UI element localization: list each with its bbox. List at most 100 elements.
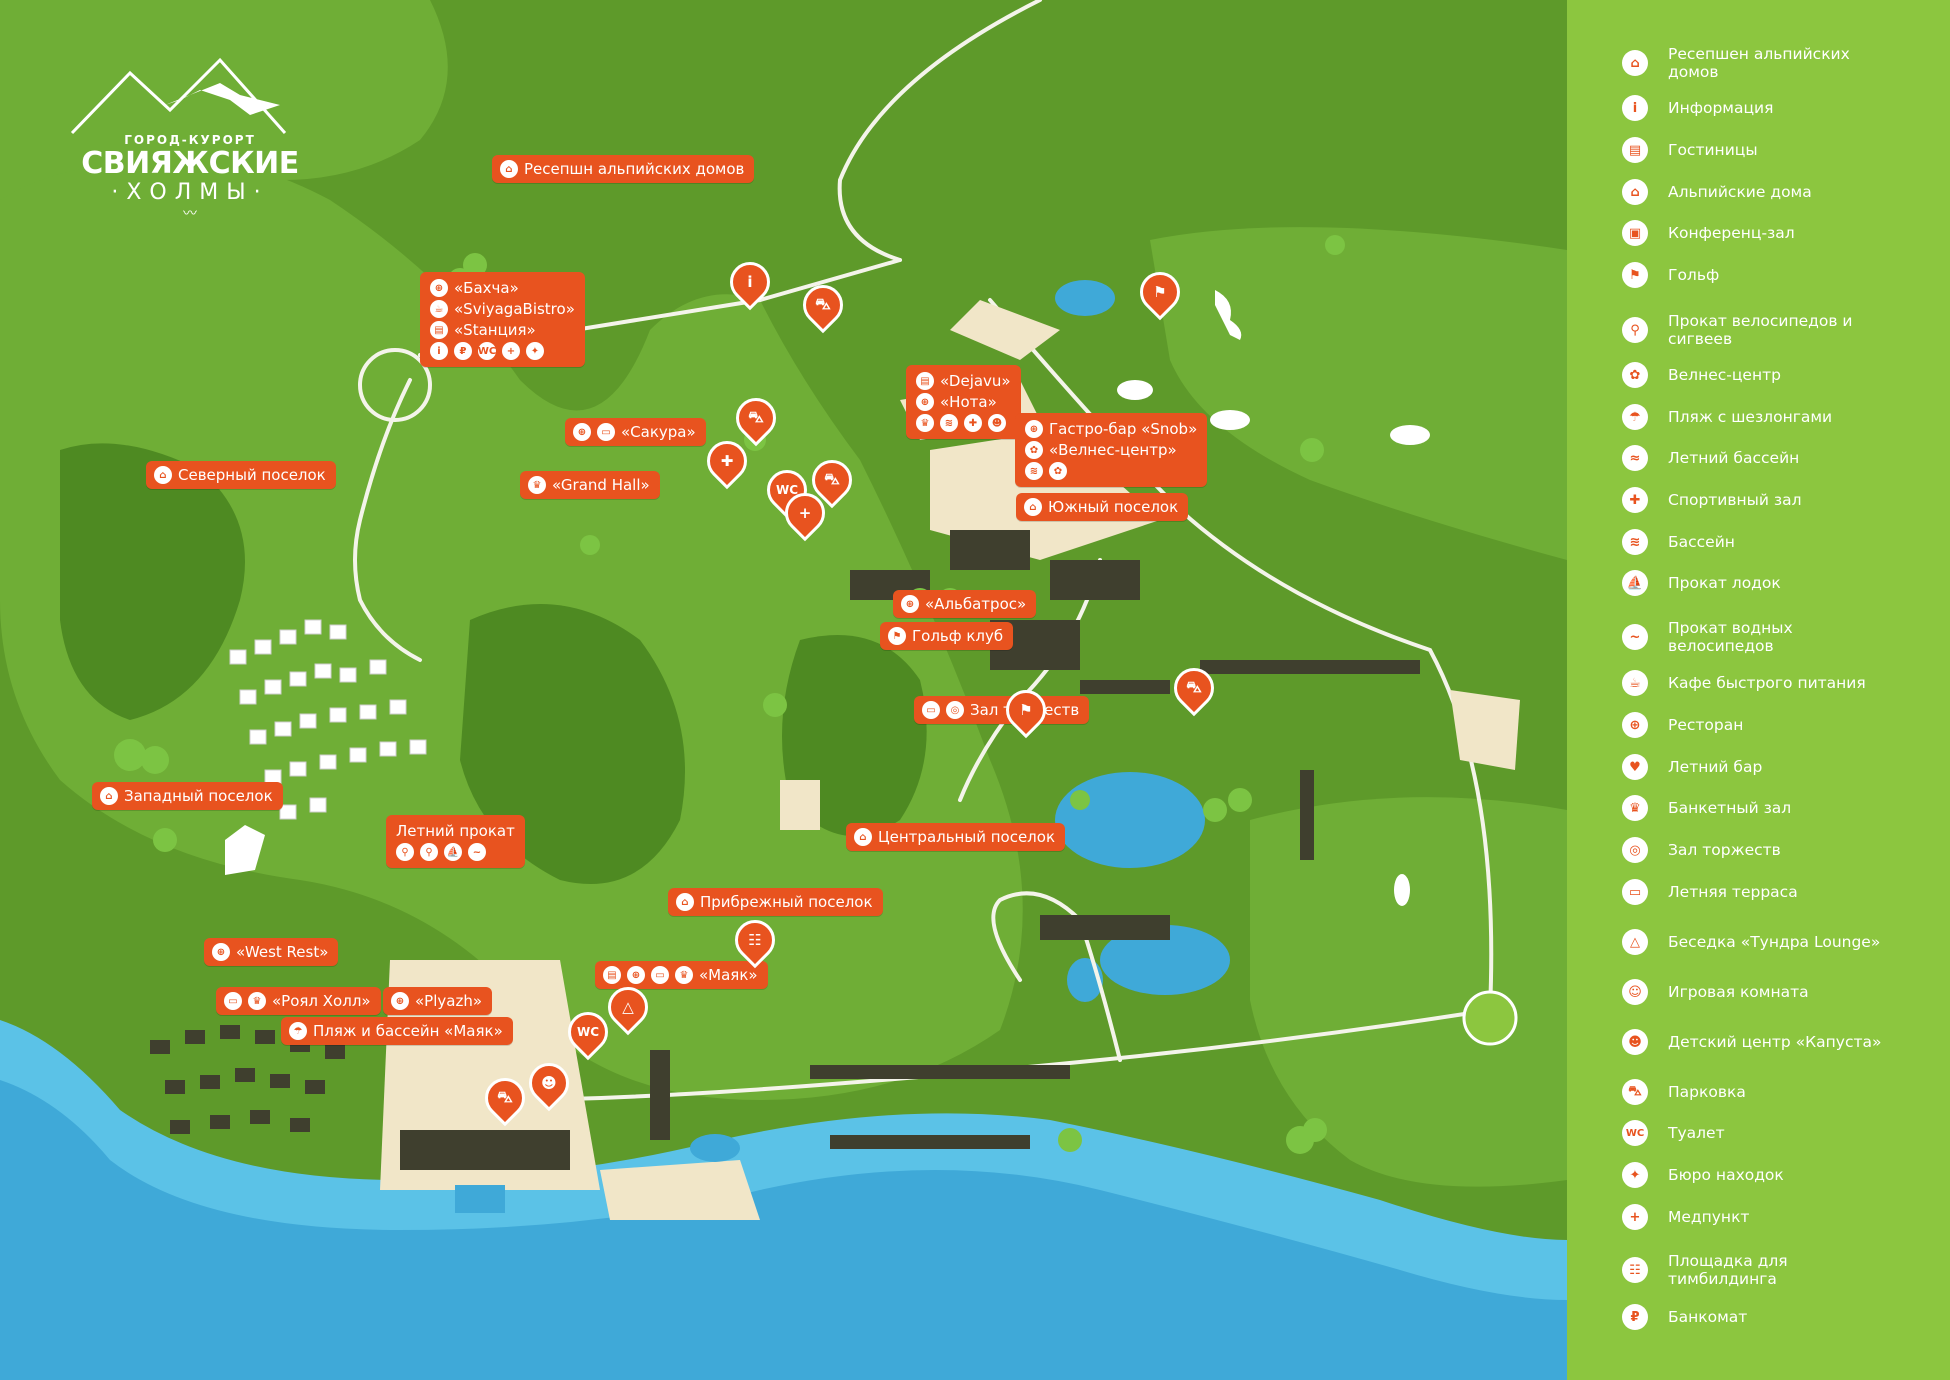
- logo-wave-icon: 〰: [183, 206, 197, 222]
- legend-label: Банкомат: [1668, 1308, 1748, 1326]
- legend-label: Летняя терраса: [1668, 883, 1798, 901]
- banquet-icon: ♛: [528, 476, 546, 494]
- kids-icon: ☻: [988, 414, 1006, 432]
- wc-icon: WC: [1622, 1120, 1648, 1146]
- house-icon: ⌂: [676, 893, 694, 911]
- map-label-line: ♛≋✚☻: [916, 414, 1006, 432]
- map-label-reception[interactable]: ⌂Ресепшн альпийских домов: [492, 155, 755, 183]
- legend-item: ⚑Гольф: [1622, 262, 1898, 288]
- legend-label: Информация: [1668, 99, 1774, 117]
- terrace-icon: ▭: [651, 966, 669, 984]
- playroom-icon: ☺: [1622, 979, 1648, 1005]
- boat-rental-icon: ⛵: [1622, 570, 1648, 596]
- lost-found-icon: ✦: [1622, 1162, 1648, 1188]
- legend-label: Велнес-центр: [1668, 366, 1781, 384]
- legend-label: Зал торжеств: [1668, 841, 1781, 859]
- legend-item: △Беседка «Тундра Lounge»: [1622, 929, 1898, 955]
- legend-item: ☻Детский центр «Капуста»: [1622, 1029, 1898, 1055]
- legend-label: Кафе быстрого питания: [1668, 674, 1866, 692]
- map-label-grandhall[interactable]: ♛«Grand Hall»: [520, 471, 660, 499]
- map-label-golfclub[interactable]: ⚑Гольф клуб: [880, 622, 1014, 650]
- map-label-line: ⊕«Бахча»: [430, 279, 519, 297]
- restaurant-icon: ⊕: [1025, 420, 1043, 438]
- parking-icon: ⛍: [1186, 678, 1202, 696]
- map-label-plyazh[interactable]: ⊕«Plyazh»: [383, 987, 493, 1015]
- pool-icon: ≋: [1622, 529, 1648, 555]
- map-label-snob[interactable]: ⊕Гастро-бар «Snob»✿«Велнес-центр»≋✿: [1015, 413, 1208, 487]
- map-label-royal[interactable]: ▭♛«Роял Холл»: [216, 987, 381, 1015]
- map-label-text: «Plyazh»: [415, 992, 483, 1010]
- parking-icon: ⛍: [824, 470, 840, 488]
- pool-icon: ≋: [940, 414, 958, 432]
- map-label-south[interactable]: ⌂Южный поселок: [1016, 493, 1189, 521]
- map-label-beachpool[interactable]: ☂Пляж и бассейн «Маяк»: [281, 1017, 513, 1045]
- summer-bar-icon: ♥: [1622, 754, 1648, 780]
- map-label-north[interactable]: ⌂Северный поселок: [146, 461, 336, 489]
- terrace-icon: ▭: [597, 423, 615, 441]
- house-icon: ⌂: [1024, 498, 1042, 516]
- golf-icon: ⚑: [888, 627, 906, 645]
- map-label-dejavu[interactable]: ▤«Dejavu»⊕«Нота»♛≋✚☻: [906, 365, 1021, 439]
- bike-rental-icon: ⚲: [1622, 317, 1648, 343]
- celebration-icon: ◎: [1622, 837, 1648, 863]
- legend-label: Ресепшен альпийских домов: [1668, 45, 1850, 81]
- legend-label: Конференц-зал: [1668, 224, 1795, 242]
- legend-item: ◎ Зал торжеств: [1622, 837, 1898, 863]
- map-label-coastal[interactable]: ⌂Прибрежный поселок: [668, 888, 883, 916]
- summer-pool-icon: ≈: [1622, 445, 1648, 471]
- kids-center-icon: ☻: [1622, 1029, 1648, 1055]
- map-label-text: «Альбатрос»: [925, 595, 1027, 613]
- map-label-line: Летний прокат: [396, 822, 515, 840]
- gym-icon: ✚: [964, 414, 982, 432]
- legend-label: Спортивный зал: [1668, 491, 1802, 509]
- map-label-line: ▤«Stанция»: [430, 321, 536, 339]
- resort-logo: ГОРОД-КУРОРТ СВИЯЖСКИЕ ·ХОЛМЫ· 〰: [70, 55, 310, 223]
- map-label-sakura[interactable]: ⊕▭«Сакура»: [565, 418, 706, 446]
- map-label-summer[interactable]: Летний прокат ⚲⚲⛵~: [386, 815, 525, 868]
- bike-icon: ⚲: [420, 843, 438, 861]
- map-label-west[interactable]: ⌂Западный поселок: [92, 782, 283, 810]
- fastfood-icon: ☕: [1622, 670, 1648, 696]
- legend-item: ✚ Спортивный зал: [1622, 487, 1898, 513]
- legend-label: Альпийские дома: [1668, 183, 1812, 201]
- legend-item: ✿Велнес-центр: [1622, 362, 1898, 388]
- banquet-icon: ♛: [248, 992, 266, 1010]
- beach-icon: ☂: [1622, 404, 1648, 430]
- hotel-icon: ▤: [430, 321, 448, 339]
- cafe-icon: ☕: [430, 300, 448, 318]
- map-label-mayak[interactable]: ▤⊕▭♛«Маяк»: [595, 961, 768, 989]
- legend-label: Игровая комната: [1668, 983, 1809, 1001]
- map-label-central[interactable]: ⌂Центральный поселок: [846, 823, 1066, 851]
- map-background: [0, 0, 1567, 1380]
- legend-label: Пляж с шезлонгами: [1668, 408, 1833, 426]
- legend-item: ⊕Ресторан: [1622, 712, 1898, 738]
- wc-icon: WC: [478, 342, 496, 360]
- legend-label: Прокат велосипедов и сигвеев: [1668, 312, 1853, 348]
- house-icon: ⌂: [100, 787, 118, 805]
- logo-subtitle: ГОРОД-КУРОРТ: [124, 133, 256, 147]
- map-label-bakhcha[interactable]: ⊕«Бахча»☕«SviyagaBistro»▤«Stанция»i₽WC+✦: [420, 272, 585, 367]
- map-label-line: ⊕Гастро-бар «Snob»: [1025, 420, 1197, 438]
- map-label-albatros[interactable]: ⊕«Альбатрос»: [893, 590, 1037, 618]
- legend-label: Бюро находок: [1668, 1166, 1784, 1184]
- gym-icon: ✚: [1622, 487, 1648, 513]
- legend-label: Прокат водных велосипедов: [1668, 619, 1793, 655]
- house-icon: ⌂: [500, 160, 518, 178]
- map-label-line: ☕«SviyagaBistro»: [430, 300, 575, 318]
- logo-title-2: ·ХОЛМЫ·: [111, 180, 269, 205]
- map-label-westrest[interactable]: ⊕«West Rest»: [204, 938, 339, 966]
- legend-item: ✦ Бюро находок: [1622, 1162, 1898, 1188]
- map-label-hall[interactable]: ▭◎Зал торжеств: [914, 696, 1090, 724]
- legend-label: Летний бар: [1668, 758, 1763, 776]
- waterbike-icon: ~: [468, 843, 486, 861]
- map-label-line: ⚲⚲⛵~: [396, 843, 486, 861]
- golf-icon: ⚑: [1019, 701, 1033, 719]
- teambuilding-icon: ☷: [748, 931, 762, 949]
- mountains-logo-icon: [70, 57, 287, 135]
- legend-label: Медпункт: [1668, 1208, 1750, 1226]
- map-label-text: «Нота»: [940, 393, 997, 411]
- golf-icon: ⚑: [1622, 262, 1648, 288]
- spa-icon: ✿: [1049, 462, 1067, 480]
- map-label-text: Центральный поселок: [878, 828, 1056, 846]
